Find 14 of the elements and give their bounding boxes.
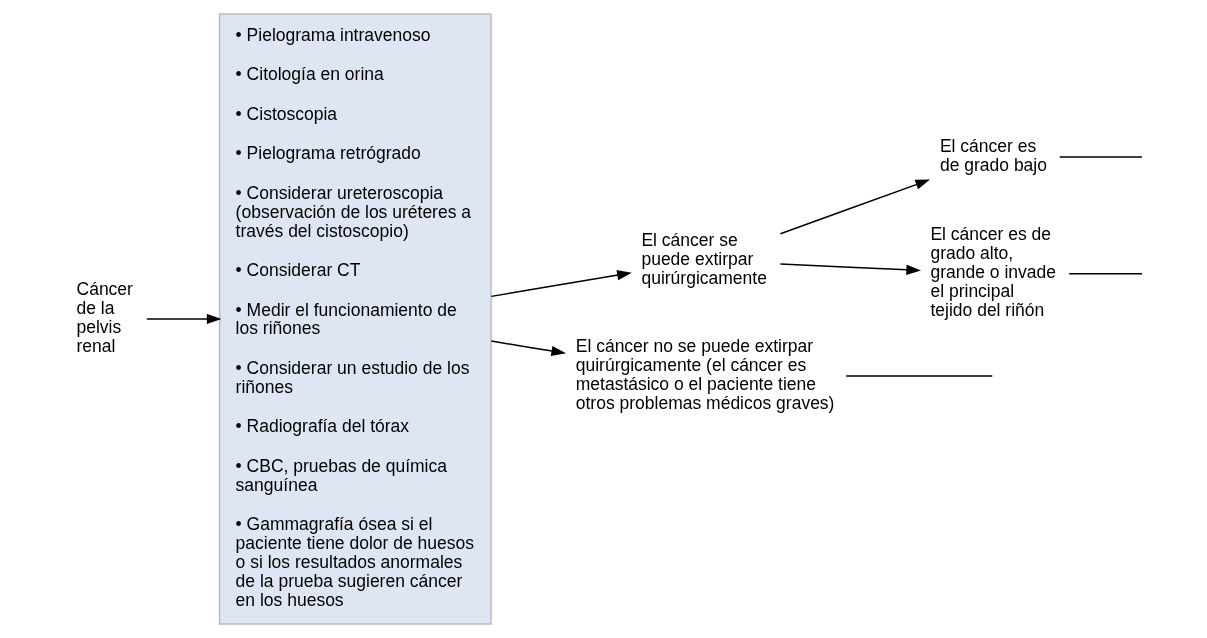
node-text: El cáncer se puede extirpar quirúrgicamente xyxy=(640,230,767,289)
connector xyxy=(1067,273,1143,275)
arrow xyxy=(779,179,930,235)
connector xyxy=(844,375,993,377)
node-text: El cáncer no se puede extirpar quirúrgicamente (el cáncer es metastásico o el paciente tiene otros problemas médicos graves) xyxy=(575,335,834,413)
node-text: El cáncer es de grado bajo xyxy=(939,136,1047,175)
node-text: Cáncer de la pelvis renal xyxy=(76,279,133,356)
node-box: • Pielograma intravenoso • Citología en orina • Cistoscopia • Pielograma retrógrado • Considerar ureteroscopia (observación de los uréteres a través del cistoscopio) • Considerar CT • Medir el funcionamiento de los riñones • Considerar un estudio de los riñones • Radiografía del tórax • CBC, pruebas de química sanguínea • Gammagrafía ósea si el paciente tiene dolor de huesos o si los resultados anormales de la prueba sugieren cáncer en los huesos xyxy=(218,13,492,625)
arrow xyxy=(490,270,632,298)
arrow xyxy=(145,313,221,325)
arrow xyxy=(779,263,921,275)
connector xyxy=(1058,156,1143,158)
arrow xyxy=(490,340,566,357)
node-text: El cáncer es de grado alto, grande o invade el principal tejido del riñón xyxy=(929,224,1056,321)
